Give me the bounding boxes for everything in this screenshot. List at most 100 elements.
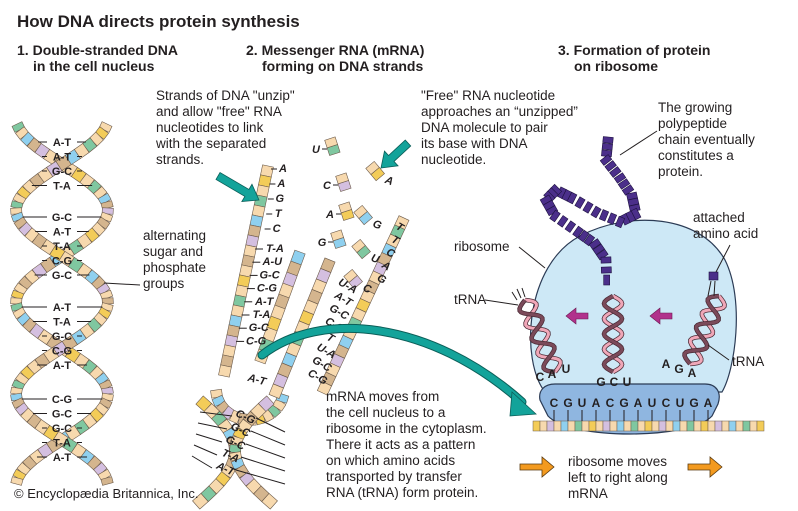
strand-segment bbox=[93, 311, 108, 327]
strand-segment bbox=[93, 185, 108, 201]
amino-acid-unit bbox=[614, 215, 626, 229]
trna-strand bbox=[518, 299, 556, 374]
mrna-codon-base: U bbox=[578, 396, 587, 410]
base-pair-label: A-U bbox=[262, 256, 284, 268]
base-pair-bond bbox=[255, 417, 286, 433]
base-pair-label: T-A bbox=[266, 243, 284, 255]
trna-label-right: tRNA bbox=[732, 354, 765, 369]
strand-segment bbox=[261, 492, 278, 510]
trna-left-anticodon: A bbox=[548, 367, 557, 381]
trna-right-pointer bbox=[707, 344, 730, 361]
trna-middle-anticodon: C bbox=[610, 375, 619, 389]
strand-segment bbox=[94, 126, 109, 140]
teal-arrow-head bbox=[509, 391, 537, 417]
amino-acid-unit bbox=[556, 215, 569, 228]
mrna-nucleotide bbox=[602, 420, 611, 432]
mrna-nucleotide bbox=[672, 420, 681, 432]
strand-segment bbox=[218, 364, 232, 378]
polypeptide-pointer bbox=[619, 130, 658, 156]
mrna-codon-base: G bbox=[689, 396, 698, 410]
dna-base-label: A bbox=[276, 178, 285, 190]
strand-segment bbox=[96, 216, 111, 230]
mrna-nucleotide bbox=[658, 420, 667, 432]
strand-segment bbox=[93, 461, 108, 477]
amino-acid-unit bbox=[549, 209, 561, 223]
trna-strand bbox=[683, 294, 721, 365]
base-pair-label: T-A bbox=[253, 309, 271, 321]
mrna-nucleotide bbox=[756, 420, 765, 432]
ribosome-pointer bbox=[518, 246, 546, 269]
mrna-nucleotide bbox=[546, 420, 555, 432]
mrna-codon-base: U bbox=[648, 396, 657, 410]
mrna-codon-base: A bbox=[634, 396, 643, 410]
free-nucleotide-base: A bbox=[382, 174, 395, 188]
trna-right-anticodon: A bbox=[688, 366, 697, 380]
amino-acid-unit bbox=[601, 142, 613, 151]
trna-label-left: tRNA bbox=[454, 292, 487, 307]
trna-strand bbox=[602, 294, 624, 374]
strand-segment bbox=[10, 476, 24, 486]
trna-left-anticodon: U bbox=[562, 362, 571, 376]
base-pair-label: A-T bbox=[53, 152, 72, 164]
base-pair-label: A-T bbox=[53, 137, 72, 149]
mrna-nucleotide bbox=[714, 420, 723, 432]
amino-acid-unit bbox=[602, 136, 614, 144]
strand-segment bbox=[91, 221, 106, 237]
teal-arrow-unzip bbox=[215, 172, 260, 203]
mrna-nucleotide bbox=[644, 420, 653, 432]
amino-acid-unit bbox=[606, 212, 618, 225]
mrna-nucleotide bbox=[735, 420, 744, 432]
amino-acid-unit bbox=[609, 166, 622, 178]
sugar-phosphate-pointer bbox=[103, 282, 141, 286]
base-pair-bond bbox=[191, 455, 213, 469]
strand-segment bbox=[101, 386, 114, 396]
strand-segment bbox=[91, 275, 106, 291]
mrna-nucleotide bbox=[588, 420, 597, 432]
free-nucleotide-block bbox=[326, 144, 341, 156]
base-pair-label: C-G bbox=[257, 283, 278, 295]
ribosome-moves-annotation: ribosome moves left to right along mRNA bbox=[568, 454, 668, 501]
mrna-nucleotide bbox=[616, 420, 625, 432]
base-pair-label: G-C bbox=[52, 166, 72, 178]
strand-segment bbox=[220, 464, 236, 479]
strand-segment bbox=[215, 471, 231, 487]
attached-amino-acid bbox=[708, 271, 719, 281]
free-nucleotide-annotation: "Free" RNA nucleotide approaches an “unz… bbox=[421, 88, 578, 167]
strand-segment bbox=[97, 306, 112, 320]
trna-middle bbox=[601, 294, 625, 374]
magenta-arrow-left bbox=[565, 307, 589, 325]
mrna-nucleotide bbox=[728, 420, 737, 432]
mrna-nucleotide bbox=[679, 420, 688, 432]
mrna-nucleotide bbox=[623, 420, 632, 432]
base-pair-label: A-T bbox=[53, 360, 72, 372]
strand-segment bbox=[100, 476, 114, 486]
base-pair-label: A-T bbox=[53, 227, 72, 239]
mrna-nucleotide bbox=[609, 420, 618, 432]
amino-acid-unit bbox=[613, 172, 627, 184]
mrna-strand-left bbox=[254, 249, 306, 365]
strand-segment bbox=[217, 418, 233, 434]
mrna-codon-base: A bbox=[592, 396, 601, 410]
strand-segment bbox=[100, 200, 114, 210]
strand-segment bbox=[99, 211, 114, 223]
base-pair-label: G-C bbox=[52, 409, 72, 421]
strand-segment bbox=[86, 179, 102, 195]
strand-segment bbox=[316, 380, 332, 396]
free-nucleotide-base: U bbox=[312, 144, 321, 156]
strand-segment bbox=[94, 402, 109, 416]
mrna-nucleotide bbox=[651, 420, 660, 432]
amino-acid-unit bbox=[599, 154, 613, 166]
strand-segment bbox=[84, 269, 100, 285]
amino-acid-stem bbox=[707, 280, 716, 297]
base-pair-bond bbox=[245, 443, 286, 459]
mrna-strand-right bbox=[268, 257, 336, 399]
base-pair-label: A-T bbox=[53, 452, 72, 464]
dna-backbone-strand-a bbox=[10, 121, 114, 486]
mrna-nucleotide bbox=[707, 420, 716, 432]
mrna-strand-ribosome bbox=[532, 420, 765, 432]
base-pair-label: G-C bbox=[260, 269, 281, 281]
dna-template-strand-left bbox=[218, 164, 274, 378]
base-pair-label: T-A bbox=[53, 317, 71, 329]
base-pair-label: C-G bbox=[52, 394, 72, 406]
strand-segment bbox=[82, 359, 98, 375]
